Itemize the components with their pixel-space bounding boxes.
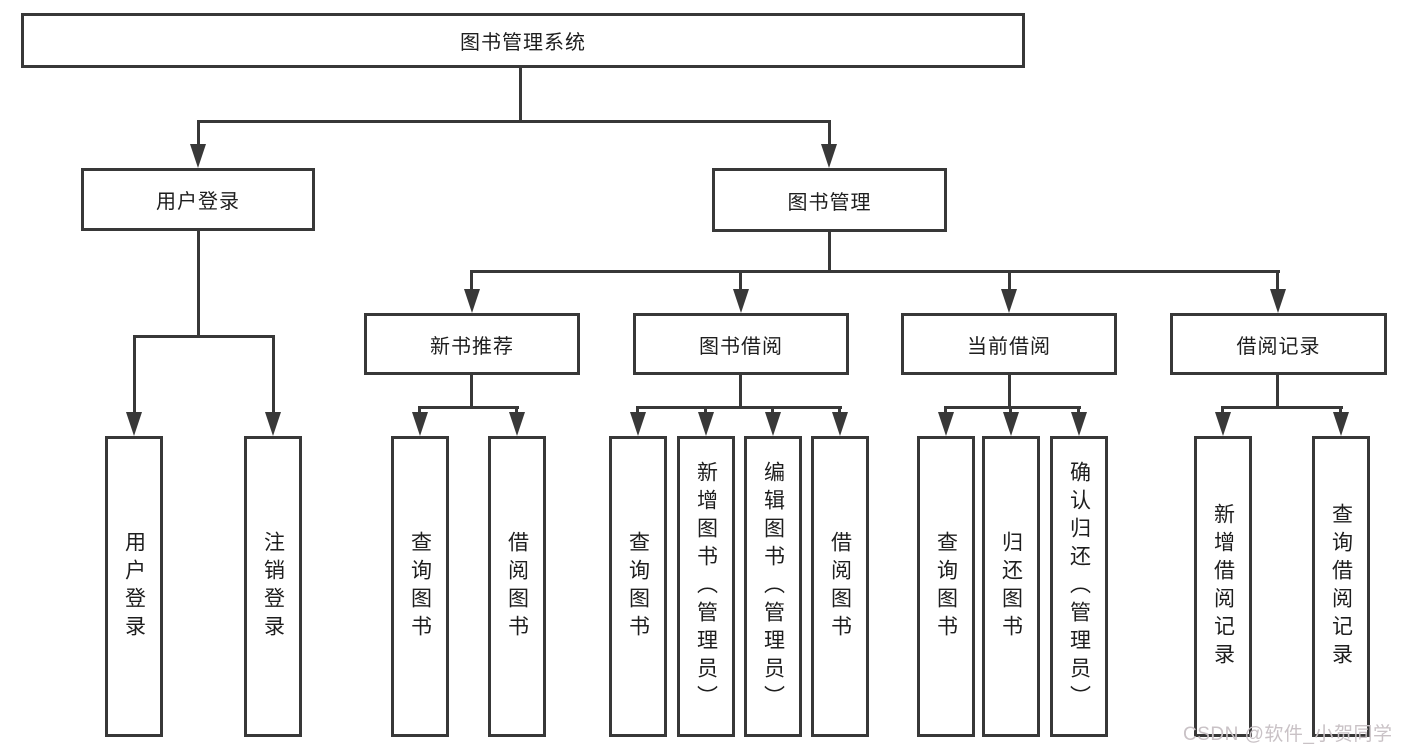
connector-stem-book-borrow [739, 270, 742, 291]
node-borrow-records: 借阅记录 [1170, 313, 1387, 375]
arrowhead-book-borrow [733, 289, 749, 313]
node-add-borrow-record: 新增借阅记录 [1194, 436, 1252, 737]
node-logout-action-label: 注销登录 [261, 530, 285, 643]
node-borrow-books: 借阅图书 [811, 436, 869, 737]
arrowhead-current-query [938, 412, 954, 436]
arrowhead-borrow-books [832, 412, 848, 436]
node-book-borrow-label: 图书借阅 [699, 335, 783, 358]
node-user-login-label: 用户登录 [156, 191, 240, 213]
connector-stem-query-record [1339, 406, 1342, 414]
arrowhead-recommend-borrow [509, 412, 525, 436]
connector-borrow-records-horizontal [1221, 406, 1343, 409]
connector-level2-horizontal [197, 120, 831, 123]
connector-user-login-down [197, 231, 200, 335]
arrowhead-borrow-records [1270, 289, 1286, 313]
node-new-book-recommend: 新书推荐 [364, 313, 580, 375]
arrowhead-login-leaf [126, 412, 142, 436]
node-borrow-query-books: 查询图书 [609, 436, 667, 737]
connector-stem-return-books [1009, 406, 1012, 414]
connector-book-borrow-horizontal [636, 406, 842, 409]
arrowhead-edit-books [765, 412, 781, 436]
connector-stem-add-record [1221, 406, 1224, 414]
node-root-label: 图书管理系统 [460, 32, 586, 54]
node-confirm-return-admin: 确认归还（管理员） [1050, 436, 1108, 737]
connector-stem-user-login [197, 120, 200, 146]
arrowhead-add-record [1215, 412, 1231, 436]
connector-stem-login-leaf [133, 335, 136, 414]
connector-user-login-horizontal [133, 335, 275, 338]
node-current-borrow: 当前借阅 [901, 313, 1117, 375]
node-current-query-books: 查询图书 [917, 436, 975, 737]
connector-stem-recommend-query [418, 406, 421, 414]
arrowhead-add-books [698, 412, 714, 436]
arrowhead-logout-leaf [265, 412, 281, 436]
node-borrow-records-label: 借阅记录 [1236, 335, 1321, 358]
node-logout-action: 注销登录 [244, 436, 302, 737]
connector-stem-borrow-records [1276, 270, 1279, 291]
connector-stem-logout-leaf [272, 335, 275, 414]
node-book-borrow: 图书借阅 [633, 313, 849, 375]
node-borrow-books-label: 借阅图书 [828, 530, 852, 643]
node-recommend-borrow-books: 借阅图书 [488, 436, 546, 737]
connector-stem-confirm-return [1077, 406, 1080, 414]
connector-stem-current-borrow [1008, 270, 1011, 291]
connector-book-management-down [828, 232, 831, 270]
node-query-borrow-record: 查询借阅记录 [1312, 436, 1370, 737]
connector-stem-book-management [828, 120, 831, 146]
connector-stem-current-query [944, 406, 947, 414]
node-recommend-query-books: 查询图书 [391, 436, 449, 737]
node-new-book-recommend-label: 新书推荐 [430, 335, 514, 358]
node-add-books-admin-label: 新增图书（管理员） [694, 460, 718, 713]
node-confirm-return-admin-label: 确认归还（管理员） [1067, 460, 1091, 713]
node-edit-books-admin-label: 编辑图书（管理员） [761, 460, 785, 713]
node-return-books-label: 归还图书 [999, 530, 1023, 643]
connector-root-down [519, 68, 522, 120]
arrowhead-current-borrow [1001, 289, 1017, 313]
node-add-borrow-record-label: 新增借阅记录 [1211, 502, 1235, 671]
connector-borrow-records-down [1276, 375, 1279, 406]
arrowhead-return-books [1003, 412, 1019, 436]
connector-new-book-horizontal [418, 406, 519, 409]
node-root: 图书管理系统 [21, 13, 1025, 68]
node-recommend-borrow-books-label: 借阅图书 [505, 530, 529, 643]
node-recommend-query-books-label: 查询图书 [408, 530, 432, 643]
arrowhead-user-login [190, 144, 206, 168]
arrowhead-borrow-query [630, 412, 646, 436]
node-edit-books-admin: 编辑图书（管理员） [744, 436, 802, 737]
connector-new-book-down [470, 375, 473, 406]
node-add-books-admin: 新增图书（管理员） [677, 436, 735, 737]
node-query-borrow-record-label: 查询借阅记录 [1329, 502, 1353, 671]
connector-stem-recommend-borrow [515, 406, 518, 414]
arrowhead-recommend-query [412, 412, 428, 436]
node-user-login: 用户登录 [81, 168, 315, 231]
arrowhead-new-book [464, 289, 480, 313]
node-return-books: 归还图书 [982, 436, 1040, 737]
connector-stem-edit-books [771, 406, 774, 414]
connector-stem-new-book [470, 270, 473, 291]
node-book-management: 图书管理 [712, 168, 947, 232]
connector-current-borrow-horizontal [944, 406, 1081, 409]
connector-book-borrow-down [739, 375, 742, 406]
connector-stem-add-books [704, 406, 707, 414]
node-current-borrow-label: 当前借阅 [967, 335, 1051, 358]
node-book-management-label: 图书管理 [787, 191, 872, 214]
arrowhead-confirm-return [1071, 412, 1087, 436]
connector-stem-borrow-books [838, 406, 841, 414]
arrowhead-book-management [821, 144, 837, 168]
node-user-login-action-label: 用户登录 [122, 530, 146, 643]
node-borrow-query-books-label: 查询图书 [626, 530, 650, 643]
arrowhead-query-record [1333, 412, 1349, 436]
connector-stem-borrow-query [636, 406, 639, 414]
node-current-query-books-label: 查询图书 [934, 530, 958, 643]
csdn-watermark: CSDN @软件_小贺同学 [1183, 724, 1393, 745]
node-user-login-action: 用户登录 [105, 436, 163, 737]
connector-current-borrow-down [1008, 375, 1011, 406]
connector-level3-horizontal [470, 270, 1280, 273]
